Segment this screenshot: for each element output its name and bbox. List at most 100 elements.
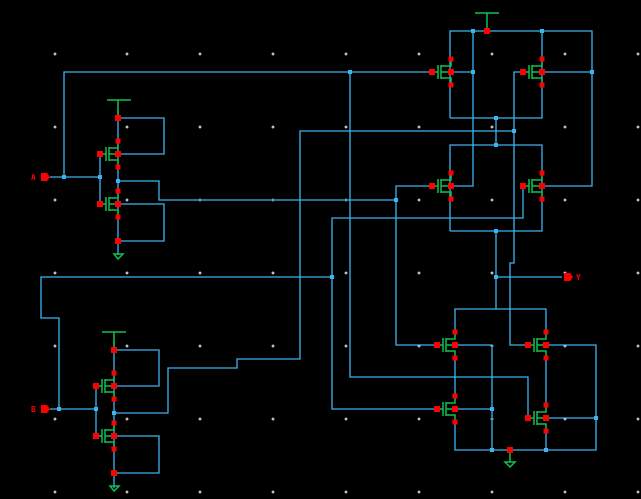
node-port[interactable]	[507, 447, 513, 453]
node-port[interactable]	[97, 201, 103, 207]
node-port[interactable]	[434, 342, 440, 348]
grid-dot	[636, 125, 640, 129]
wire[interactable]	[454, 344, 597, 451]
node-port[interactable]	[111, 396, 117, 402]
node-port[interactable]	[452, 406, 458, 412]
node-port[interactable]	[452, 329, 458, 335]
node-port[interactable]	[539, 69, 545, 75]
node-port[interactable]	[111, 446, 117, 452]
grid-dot	[198, 271, 202, 275]
grid-dot	[271, 344, 275, 348]
node-port[interactable]	[452, 355, 458, 361]
node-port[interactable]	[448, 170, 454, 176]
node-port[interactable]	[543, 329, 549, 335]
grid-dot	[53, 271, 57, 275]
grid-dot	[125, 198, 129, 202]
node-port[interactable]	[115, 115, 121, 121]
node-port[interactable]	[434, 406, 440, 412]
node-port[interactable]	[539, 196, 545, 202]
node-port[interactable]	[93, 383, 99, 389]
wire[interactable]	[114, 349, 160, 387]
wire-junction	[57, 407, 61, 411]
grid-dot	[198, 52, 202, 56]
node-port[interactable]	[543, 342, 549, 348]
wire[interactable]	[449, 30, 593, 187]
ground-icon	[108, 485, 121, 493]
wire[interactable]	[454, 308, 547, 332]
wire[interactable]	[118, 203, 165, 242]
node-port[interactable]	[539, 170, 545, 176]
node-port[interactable]	[452, 419, 458, 425]
node-port[interactable]	[543, 415, 549, 421]
node-port[interactable]	[484, 28, 490, 34]
grid-dot	[53, 198, 57, 202]
ports[interactable]: A B Y	[31, 173, 581, 414]
node-port[interactable]	[429, 183, 435, 189]
port-y-label: Y	[576, 273, 581, 282]
grid-dot	[271, 490, 275, 494]
nodes[interactable]	[57, 28, 598, 476]
node-port[interactable]	[111, 420, 117, 426]
wire[interactable]	[63, 71, 432, 177]
wire[interactable]	[509, 71, 528, 346]
wire[interactable]	[451, 31, 474, 187]
node-port[interactable]	[448, 82, 454, 88]
node-port[interactable]	[111, 383, 117, 389]
wire[interactable]	[40, 276, 332, 409]
node-port[interactable]	[543, 428, 549, 434]
port-y-icon[interactable]	[564, 273, 573, 281]
node-port[interactable]	[111, 370, 117, 376]
port-b-icon[interactable]	[41, 405, 50, 413]
wire[interactable]	[455, 344, 493, 450]
wire[interactable]	[118, 180, 396, 201]
grid-dot	[271, 125, 275, 129]
node-port[interactable]	[115, 238, 121, 244]
node-port[interactable]	[520, 69, 526, 75]
port-a-icon[interactable]	[41, 173, 50, 181]
wire[interactable]	[450, 31, 543, 119]
node-port[interactable]	[539, 56, 545, 62]
node-port[interactable]	[111, 470, 117, 476]
wire-junction	[494, 229, 498, 233]
wire[interactable]	[331, 186, 524, 410]
node-port[interactable]	[448, 196, 454, 202]
wire-junction	[512, 129, 516, 133]
node-port[interactable]	[115, 201, 121, 207]
node-port[interactable]	[115, 164, 121, 170]
wire-junction	[594, 416, 598, 420]
node-port[interactable]	[115, 188, 121, 194]
node-port[interactable]	[448, 183, 454, 189]
grid-dot	[490, 125, 494, 129]
wire[interactable]	[395, 185, 437, 346]
node-port[interactable]	[97, 151, 103, 157]
node-port[interactable]	[539, 82, 545, 88]
node-port[interactable]	[525, 342, 531, 348]
grid-dot	[636, 198, 640, 202]
node-port[interactable]	[115, 214, 121, 220]
node-port[interactable]	[111, 433, 117, 439]
node-port[interactable]	[115, 138, 121, 144]
wire-junction	[330, 275, 334, 279]
node-port[interactable]	[93, 433, 99, 439]
node-port[interactable]	[543, 355, 549, 361]
node-port[interactable]	[452, 393, 458, 399]
wire-junction	[471, 70, 475, 74]
wire-junction	[348, 70, 352, 74]
wire[interactable]	[118, 117, 165, 155]
node-port[interactable]	[452, 342, 458, 348]
node-port[interactable]	[115, 151, 121, 157]
node-port[interactable]	[539, 183, 545, 189]
node-port[interactable]	[448, 56, 454, 62]
node-port[interactable]	[111, 347, 117, 353]
node-port[interactable]	[448, 69, 454, 75]
node-port[interactable]	[520, 183, 526, 189]
node-port[interactable]	[429, 69, 435, 75]
wires[interactable]	[40, 30, 597, 488]
node-port[interactable]	[543, 402, 549, 408]
node-port[interactable]	[525, 415, 531, 421]
wire[interactable]	[114, 130, 514, 414]
wire[interactable]	[349, 72, 529, 418]
wire[interactable]	[114, 435, 160, 474]
